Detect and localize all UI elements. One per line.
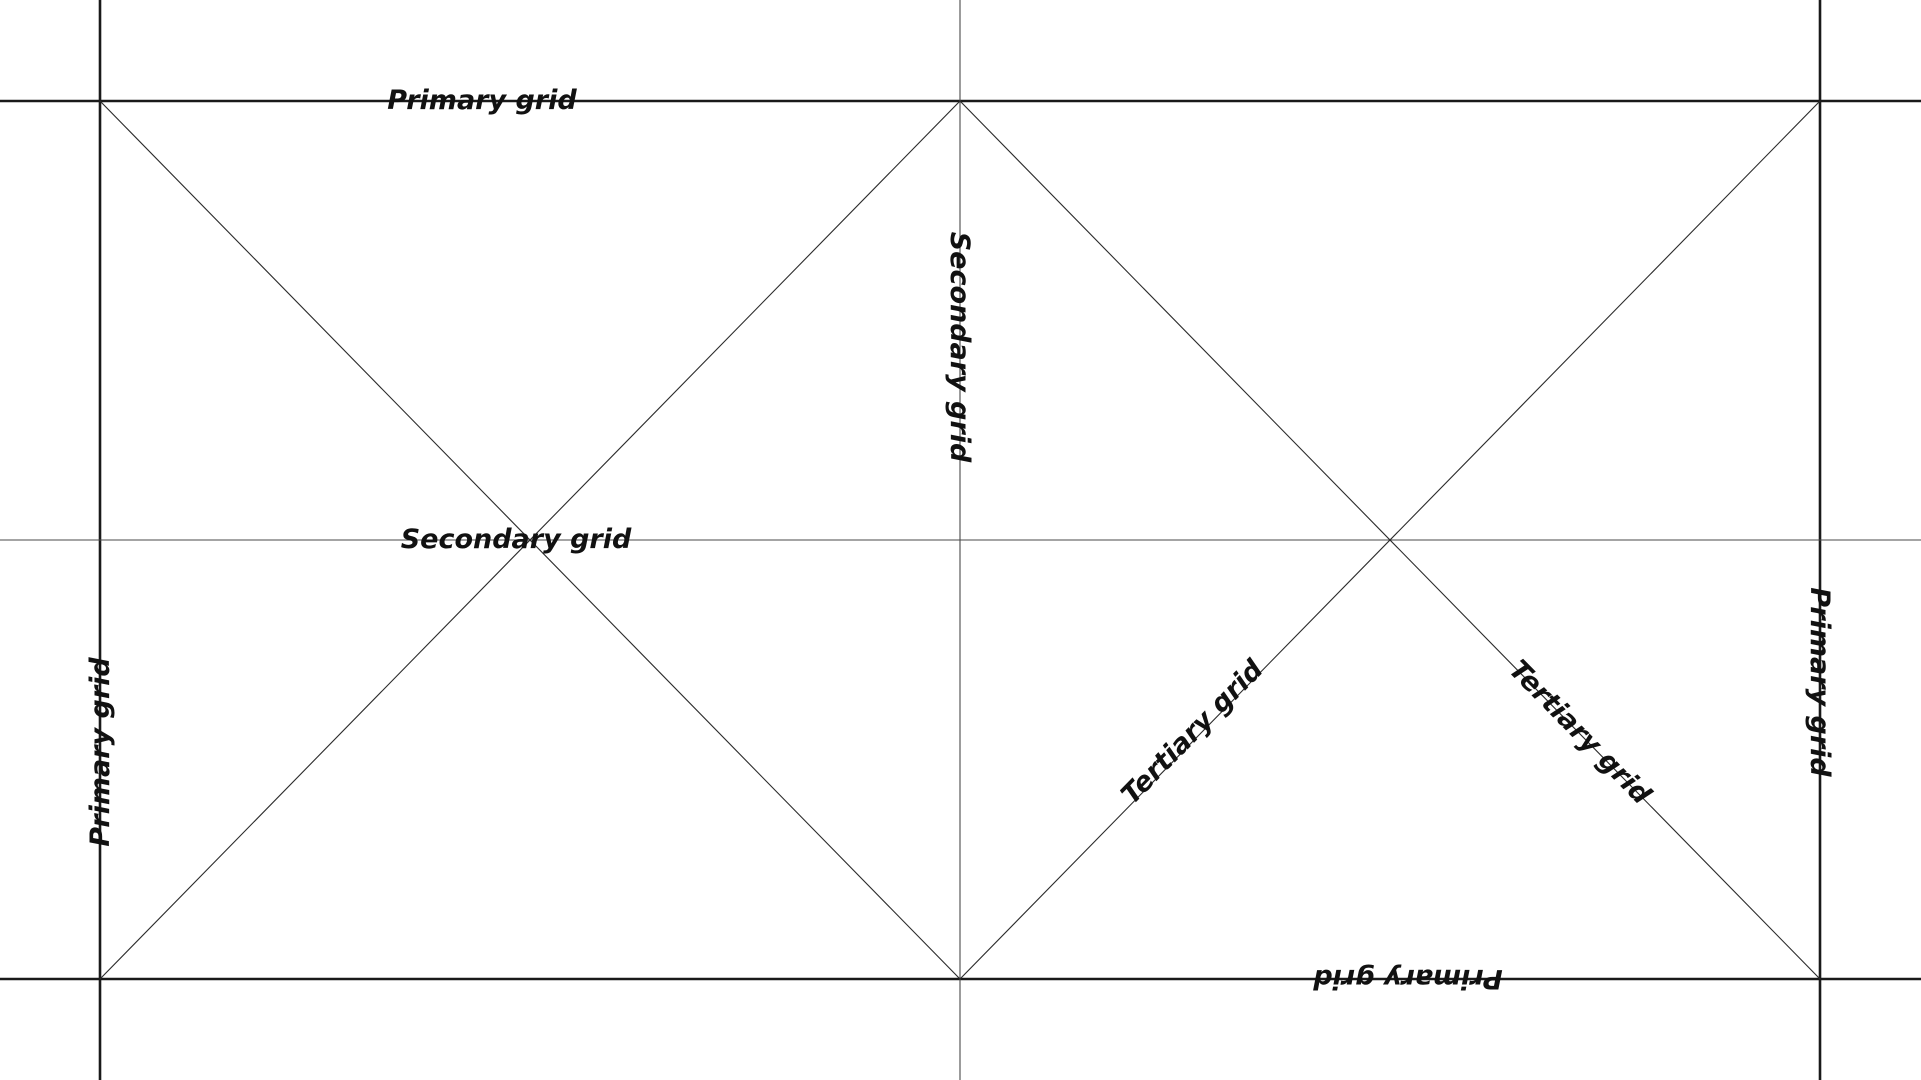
label-primary-top: Primary grid	[387, 85, 577, 116]
tertiary-grid-line-right-rising	[959, 100, 1821, 980]
label-secondary-vertical: Secondary grid	[944, 232, 975, 463]
label-secondary-horizontal: Secondary grid	[401, 524, 632, 555]
label-primary-bottom: Primary grid	[1313, 963, 1503, 994]
label-primary-left: Primary grid	[85, 657, 116, 847]
tertiary-grid-line-left-rising	[99, 100, 961, 980]
label-tertiary-rising: Tertiary grid	[1115, 654, 1269, 811]
tertiary-grid	[99, 100, 1821, 980]
label-primary-right: Primary grid	[1804, 587, 1835, 777]
label-tertiary-falling: Tertiary grid	[1503, 654, 1657, 811]
